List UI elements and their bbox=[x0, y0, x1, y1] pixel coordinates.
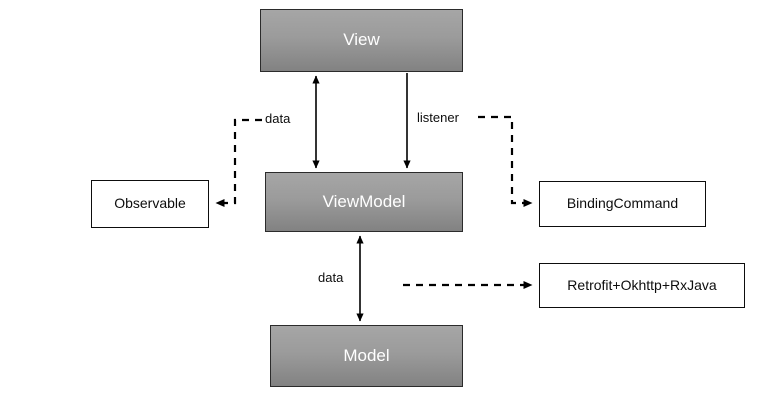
edge-label-listener: listener bbox=[417, 110, 459, 125]
node-bindingcommand-label: BindingCommand bbox=[566, 195, 679, 212]
node-view[interactable]: View bbox=[260, 9, 463, 72]
edge-view-to-bindingcommand-listener bbox=[478, 115, 533, 207]
node-network-stack-label: Retrofit+Okhttp+RxJava bbox=[567, 276, 717, 293]
node-bindingcommand[interactable]: BindingCommand bbox=[539, 181, 706, 227]
node-model[interactable]: Model bbox=[270, 325, 463, 387]
edge-label-data-top: data bbox=[265, 111, 291, 126]
edge-view-to-observable-data bbox=[215, 118, 262, 207]
node-view-label: View bbox=[343, 30, 380, 50]
node-observable-label: Observable bbox=[114, 195, 186, 212]
edge-label-data-bottom: data bbox=[318, 270, 344, 285]
node-network-stack[interactable]: Retrofit+Okhttp+RxJava bbox=[539, 263, 745, 308]
node-model-label: Model bbox=[343, 345, 390, 365]
node-observable[interactable]: Observable bbox=[91, 180, 209, 228]
node-viewmodel[interactable]: ViewModel bbox=[265, 172, 463, 232]
node-viewmodel-label: ViewModel bbox=[322, 191, 406, 211]
